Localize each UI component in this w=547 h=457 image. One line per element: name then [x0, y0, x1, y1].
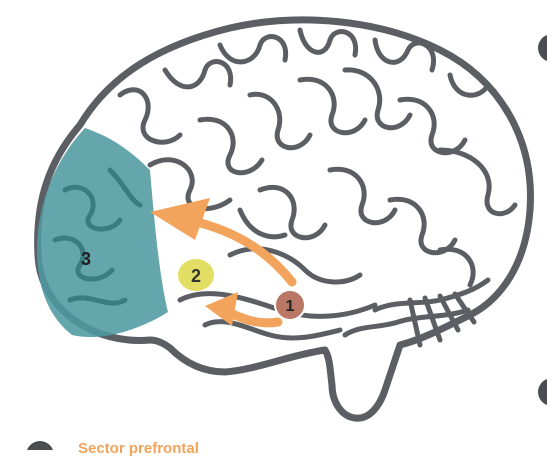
marker-2: 2 [178, 259, 214, 291]
brain-gyri [117, 27, 518, 348]
prefrontal-gyri [52, 167, 143, 306]
edge-bullet-top [538, 34, 547, 62]
edge-bullet-bottom [538, 378, 547, 406]
prefrontal-region [36, 128, 168, 338]
marker-1-label: 1 [286, 298, 295, 315]
brain-outline [34, 16, 534, 422]
arrow-upper-head [150, 198, 210, 240]
edge-bullet-left [26, 441, 54, 450]
arrow-lower-head [205, 292, 238, 326]
marker-2-label: 2 [191, 266, 201, 286]
marker-3-label: 3 [81, 249, 91, 269]
caption-sector-prefrontal: Sector prefrontal [78, 440, 199, 457]
marker-1: 1 [274, 289, 306, 321]
arrow-lower-path [223, 307, 283, 328]
